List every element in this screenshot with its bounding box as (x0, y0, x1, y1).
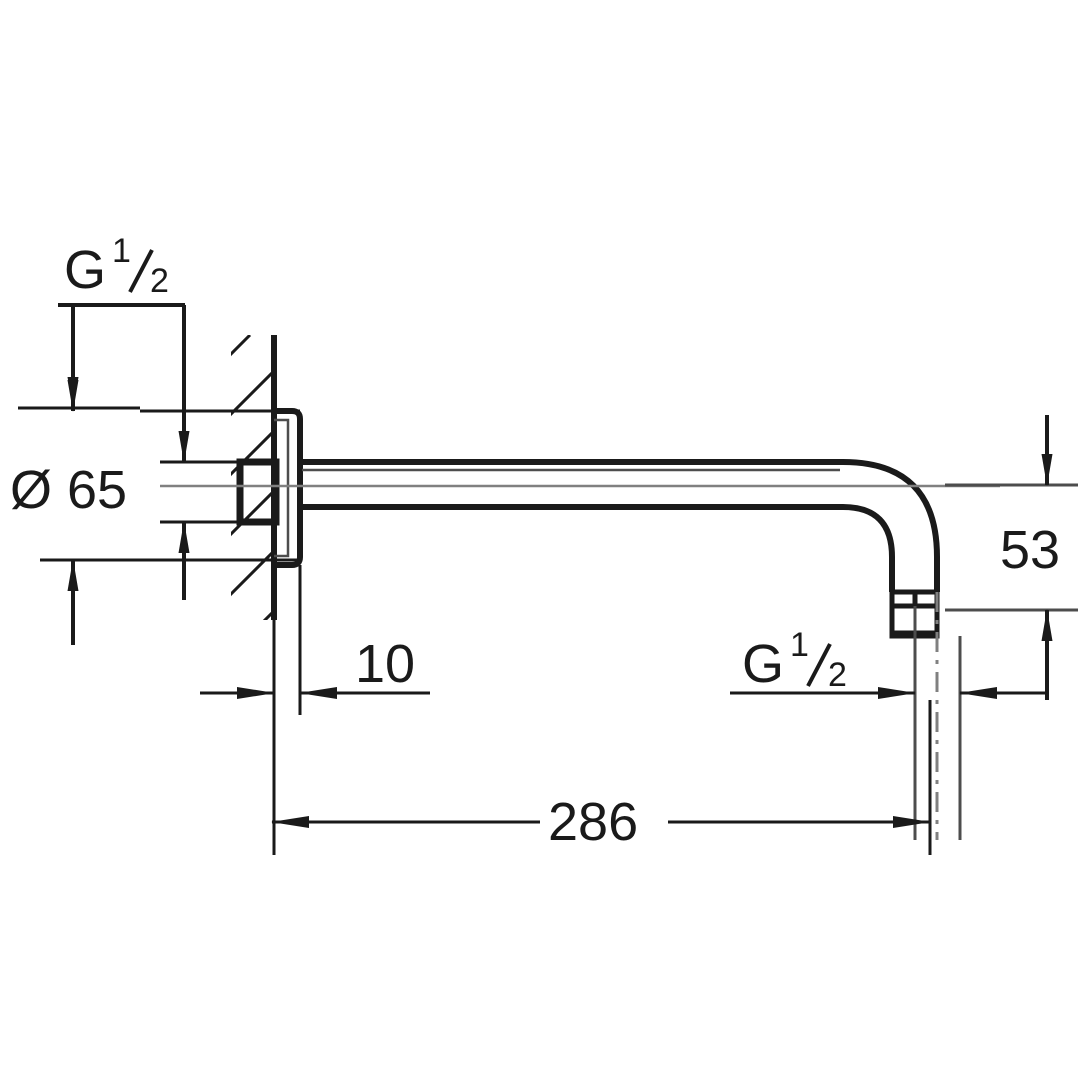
dimension-label-outlet-thread-numerator: 1 (790, 626, 809, 664)
dimension-flange-thickness: 10 (200, 565, 430, 855)
dimension-drop-height: 53 (945, 415, 1078, 700)
dimension-overall-projection: 286 (271, 700, 932, 855)
outlet-downpipe (912, 592, 962, 840)
inlet-nipple (236, 458, 280, 526)
dimension-label-flange-diameter: Ø 65 (10, 460, 127, 520)
dimension-inlet-thread: G 1 2 (18, 232, 250, 464)
dimension-label-outlet-thread-g: G (742, 634, 784, 694)
dimension-label-inlet-thread-denominator: 2 (150, 262, 169, 300)
dimension-inlet-nipple-lower (160, 520, 250, 600)
dimension-label-outlet-thread-denominator: 2 (828, 656, 847, 694)
dimension-label-inlet-thread-numerator: 1 (112, 232, 131, 270)
fraction-slash-outlet (806, 643, 832, 687)
dimension-label-flange-thickness: 10 (355, 634, 415, 694)
dimension-label-drop-height: 53 (1000, 520, 1060, 580)
dimension-flange-diameter: Ø 65 (10, 340, 300, 645)
dimension-label-overall-projection: 286 (548, 792, 638, 852)
fraction-slash-inlet (128, 249, 154, 293)
dimension-outlet-thread: G 1 2 (730, 626, 1047, 699)
dimension-label-inlet-thread-g: G (64, 240, 106, 300)
shower-arm-body (160, 459, 1000, 592)
